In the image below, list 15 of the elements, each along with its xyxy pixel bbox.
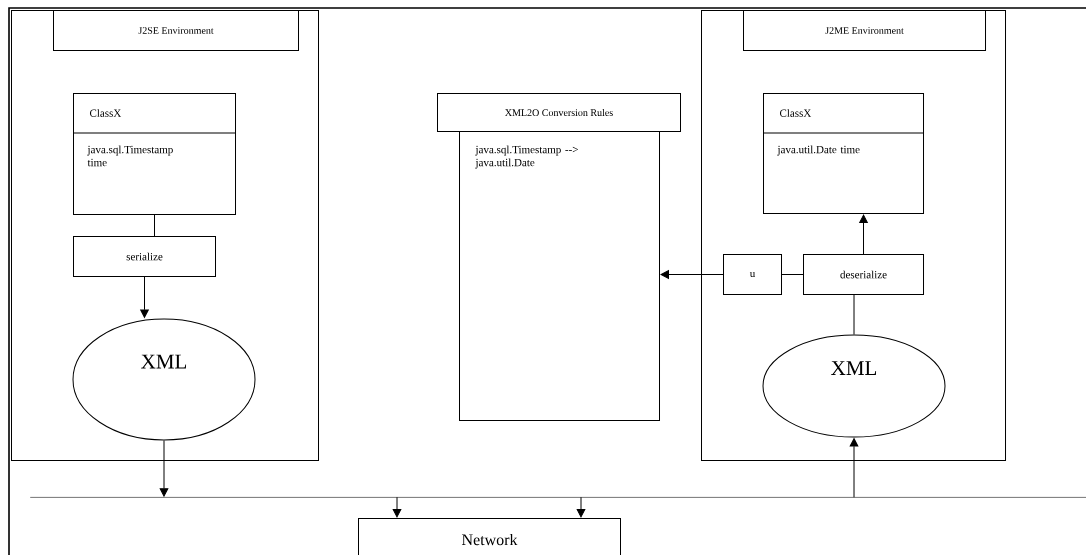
class-box: ClassX java.sql.Timestamp time [72, 93, 236, 215]
process-box: serialize [73, 236, 216, 277]
arrow [140, 276, 149, 318]
rules-title-box: XML2O Conversion Rules [437, 93, 681, 132]
arrow [392, 496, 402, 518]
rules-box: java.sql.Timestamp --> java.util.Date [459, 131, 660, 421]
arrow [159, 440, 169, 497]
arrow [660, 270, 724, 279]
arrow [576, 496, 586, 518]
network-box: Network [358, 518, 621, 555]
process-box: deserialize [803, 254, 924, 295]
arrow [849, 438, 859, 498]
arrow [859, 214, 868, 255]
process-box: u [723, 254, 782, 295]
class-box: ClassX java.util.Date time [762, 93, 924, 214]
